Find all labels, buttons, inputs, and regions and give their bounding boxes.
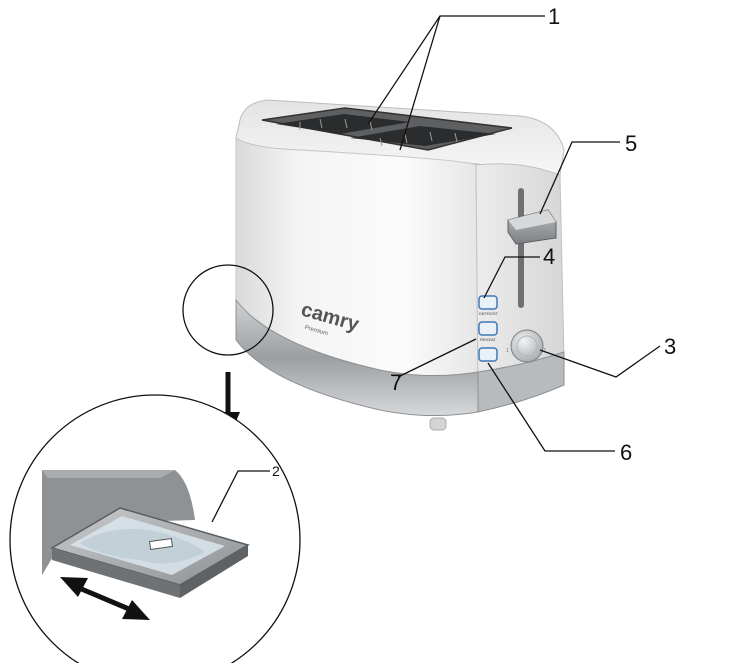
callout-5: 5: [625, 131, 637, 156]
cancel-button[interactable]: [478, 347, 498, 362]
reheat-label: REHEAT: [480, 337, 496, 342]
detail-marker-circle: [182, 264, 274, 356]
steel-base-band-side: [477, 351, 565, 413]
toaster-foot: [429, 417, 447, 431]
callout-4: 4: [543, 244, 555, 269]
dial-mark-min: 1: [506, 348, 509, 354]
browning-dial[interactable]: [510, 329, 544, 363]
slide-direction-arrow: [60, 577, 150, 620]
lever-handle[interactable]: [507, 209, 557, 245]
lever-slot: [518, 188, 524, 308]
toaster: DEFROST REHEAT 1 7 camry Premium: [235, 99, 565, 431]
callout-6: 6: [620, 440, 632, 465]
leader-lines: [211, 15, 661, 523]
control-buttons: DEFROST REHEAT: [478, 295, 499, 362]
defrost-label: DEFROST: [479, 311, 499, 316]
callout-1: 1: [548, 4, 560, 29]
reheat-button[interactable]: [478, 321, 498, 336]
callout-7: 7: [390, 370, 402, 395]
bread-slots: [261, 107, 513, 151]
callout-2: 2: [272, 463, 280, 479]
defrost-button[interactable]: [478, 295, 498, 310]
crumb-tray-detail: [9, 394, 301, 663]
callout-3: 3: [664, 334, 676, 359]
